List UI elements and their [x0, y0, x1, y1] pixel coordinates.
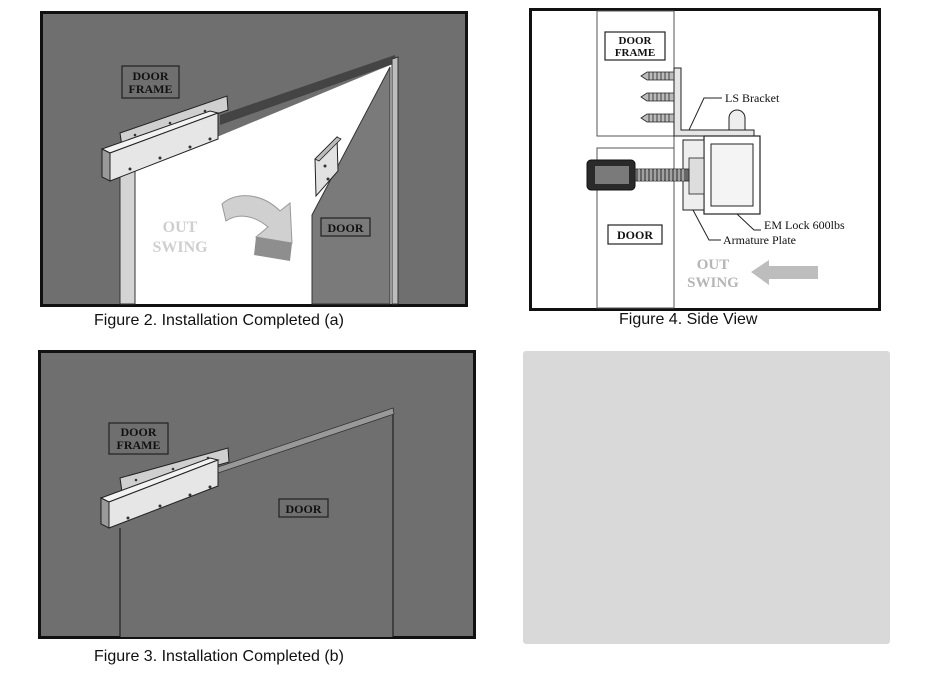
empty-image-placeholder [523, 351, 890, 644]
armature-plate-leader [692, 209, 721, 241]
door-frame-label-box [604, 31, 666, 61]
door-label: DOOR [286, 502, 322, 516]
out-swing-label-line2: SWING [687, 275, 739, 291]
em-lock-label: EM Lock 600lbs [764, 218, 845, 232]
em-lock-leader [736, 213, 761, 231]
em-lock-face [108, 459, 219, 529]
figure-4-caption: Figure 4. Side View [619, 311, 758, 328]
door-frame-label-line2: FRAME [129, 82, 173, 96]
closed-door-panel [120, 408, 393, 637]
ls-bracket-label: LS Bracket [725, 91, 780, 105]
door-frame-label-line1: DOOR [619, 35, 653, 47]
door-label-box [278, 498, 329, 518]
out-swing-label-line1: OUT [163, 219, 198, 236]
swing-arrow-icon [221, 195, 293, 261]
door-frame-label-line2: FRAME [117, 438, 161, 452]
door-label-box [607, 224, 663, 245]
figure-3-illustration: DOOR FRAME DOOR [38, 350, 476, 639]
figure-4-illustration: DOOR FRAME LS Bracket EM Lock 600lbs Arm… [529, 8, 881, 311]
em-lock-inner [710, 143, 754, 207]
em-lock-face [109, 112, 219, 182]
door-label: DOOR [617, 228, 653, 242]
figure-3-caption: Figure 3. Installation Completed (b) [94, 648, 344, 665]
door-frame-label-box [121, 65, 180, 99]
out-swing-label-line2: SWING [152, 239, 208, 256]
figure-2: DOOR FRAME OUT SWING DOOR [40, 11, 468, 307]
figure-4: DOOR FRAME LS Bracket EM Lock 600lbs Arm… [529, 8, 881, 311]
figure-3: DOOR FRAME DOOR [38, 350, 476, 639]
em-lock-end [100, 497, 110, 529]
door-frame-label-line1: DOOR [133, 69, 169, 83]
frame-header [220, 55, 396, 125]
ls-bracket-leader [688, 97, 722, 131]
door-label-box [320, 217, 371, 237]
em-lock-end [101, 148, 111, 182]
swing-direction-arrow-icon [751, 260, 818, 285]
armature-plate-label: Armature Plate [723, 233, 796, 247]
armature-plate-top [314, 136, 342, 162]
figure-2-illustration: DOOR FRAME OUT SWING DOOR [40, 11, 468, 307]
door-label: DOOR [328, 221, 364, 235]
open-door-panel [311, 66, 391, 305]
door-frame-label-line2: FRAME [615, 47, 655, 59]
door-frame-label-box [108, 422, 169, 455]
left-jamb [119, 170, 136, 305]
door-frame-label-line1: DOOR [121, 425, 157, 439]
ls-bracket [673, 67, 755, 137]
top-bolt [728, 109, 746, 131]
out-swing-label-line1: OUT [697, 257, 730, 273]
figure-2-caption: Figure 2. Installation Completed (a) [94, 312, 344, 329]
right-jamb [391, 56, 399, 305]
